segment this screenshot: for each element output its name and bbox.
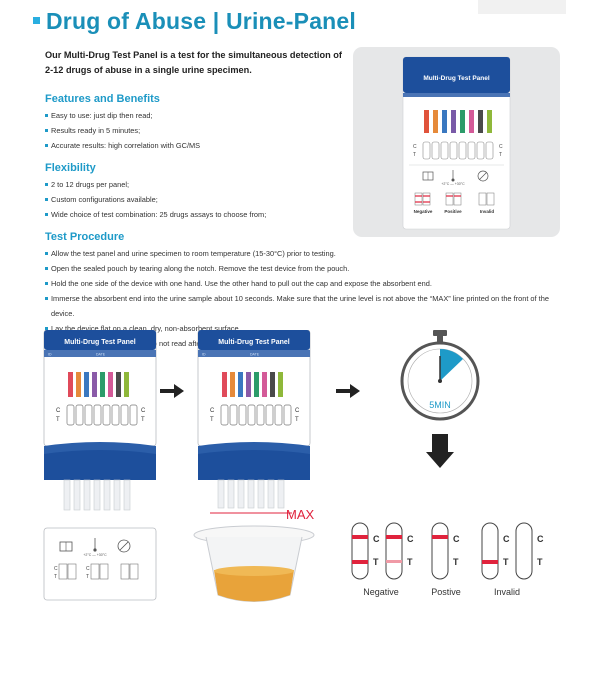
card-invalid-label: Invalid — [480, 209, 495, 214]
list-item: Results ready in 5 minutes; — [45, 123, 200, 138]
neg2-c-label: C — [407, 534, 414, 544]
result-negative-label: Negative — [363, 587, 399, 597]
list-item: Wide choice of test combination: 25 drug… — [45, 207, 266, 222]
card-temp-label: +2°C — +30°C — [441, 182, 465, 186]
back-temp-label: +2°C — +30°C — [83, 553, 107, 557]
back-t-1: T — [54, 574, 57, 580]
list-item: Immerse the absorbent end into the urine… — [45, 291, 565, 321]
result-strips: C T C T C T C T C T Negative Postive Inv… — [351, 522, 544, 597]
card-result-examples: Negative Positive Invalid — [414, 192, 495, 214]
back-c-1: C — [54, 566, 58, 572]
device-2-c: C — [210, 408, 215, 414]
procedure-heading: Test Procedure — [45, 231, 125, 243]
device-1-t-right: T — [141, 417, 145, 423]
arrow-right-icon — [160, 384, 184, 398]
device-1-t: T — [56, 417, 60, 423]
neg-c-label: C — [373, 534, 380, 544]
inv-c-label: C — [503, 534, 510, 544]
list-item: Open the sealed pouch by tearing along t… — [45, 261, 565, 276]
device-step-1: Multi-Drug Test Panel ID DATE C T C T — [43, 330, 157, 511]
list-item: Lay the device flat on a clean, dry, non… — [45, 321, 565, 336]
card-device-label: Multi-Drug Test Panel — [423, 75, 490, 82]
inv2-c-label: C — [537, 534, 544, 544]
list-item: Hold the one side of the device with one… — [45, 276, 565, 291]
card-c-label-right: C — [499, 144, 503, 150]
device-1-c-right: C — [141, 408, 146, 414]
list-item: Allow the test panel and urine specimen … — [45, 246, 565, 261]
card-result-windows — [422, 141, 494, 160]
device-2-date: DATE — [250, 353, 260, 357]
device-1-label: Multi-Drug Test Panel — [64, 339, 135, 346]
back-t-2: T — [86, 574, 89, 580]
device-2-t-right: T — [295, 417, 299, 423]
urine-cup-icon — [193, 525, 315, 602]
card-t-label-right: T — [499, 152, 502, 158]
device-2-c-right: C — [295, 408, 300, 414]
intro-text: Our Multi-Drug Test Panel is a test for … — [45, 50, 342, 75]
card-positive-label: Positive — [444, 209, 462, 214]
result-positive-label: Postive — [431, 587, 461, 597]
device-1-id: ID — [48, 353, 52, 357]
device-1-date: DATE — [96, 353, 106, 357]
timer-label: 5MIN — [429, 400, 451, 410]
device-back-card: +2°C — +30°C C T C T — [43, 527, 157, 601]
inv2-t-label: T — [537, 557, 543, 567]
list-item: Custom configurations available; — [45, 192, 266, 207]
device-2-t: T — [210, 417, 214, 423]
top-bar — [478, 0, 566, 14]
arrow-down-icon — [426, 434, 454, 468]
pos-t-label: T — [453, 557, 459, 567]
card-instruction-icons: +2°C — +30°C — [422, 170, 489, 186]
device-step-2: Multi-Drug Test Panel ID DATE C T C T — [197, 330, 311, 514]
list-item: Accurate results: high correlation with … — [45, 138, 200, 153]
procedure-illustration: Multi-Drug Test Panel ID DATE C T C T — [43, 330, 544, 602]
back-c-2: C — [86, 566, 90, 572]
device-2-label: Multi-Drug Test Panel — [218, 339, 289, 346]
inv-t-label: T — [503, 557, 509, 567]
pos-c-label: C — [453, 534, 460, 544]
page-title: Drug of Abuse | Urine-Panel — [33, 8, 356, 35]
product-card: Multi-Drug Test Panel C T C T — [353, 47, 560, 237]
card-t-label: T — [413, 152, 416, 158]
result-invalid-label: Invalid — [494, 587, 520, 597]
card-drug-strips — [424, 110, 492, 133]
flexibility-list: 2 to 12 drugs per panel; Custom configur… — [45, 177, 266, 222]
card-c-label: C — [413, 144, 417, 150]
list-item: 2 to 12 drugs per panel; — [45, 177, 266, 192]
flexibility-heading: Flexibility — [45, 162, 96, 174]
page-title-text: Drug of Abuse | Urine-Panel — [46, 8, 357, 34]
max-label: MAX — [286, 507, 315, 522]
arrow-right-icon-2 — [336, 384, 360, 398]
features-heading: Features and Benefits — [45, 93, 160, 105]
neg2-t-label: T — [407, 557, 413, 567]
card-negative-label: Negative — [414, 209, 433, 214]
product-card-device: Multi-Drug Test Panel C T C T — [402, 56, 511, 230]
list-item: Easy to use: just dip then read; — [45, 108, 200, 123]
title-bullet-icon — [33, 17, 40, 24]
features-list: Easy to use: just dip then read; Results… — [45, 108, 200, 153]
device-1-c: C — [56, 408, 61, 414]
device-2-id: ID — [202, 353, 206, 357]
stopwatch-icon: 5MIN — [400, 330, 480, 421]
neg-t-label: T — [373, 557, 379, 567]
